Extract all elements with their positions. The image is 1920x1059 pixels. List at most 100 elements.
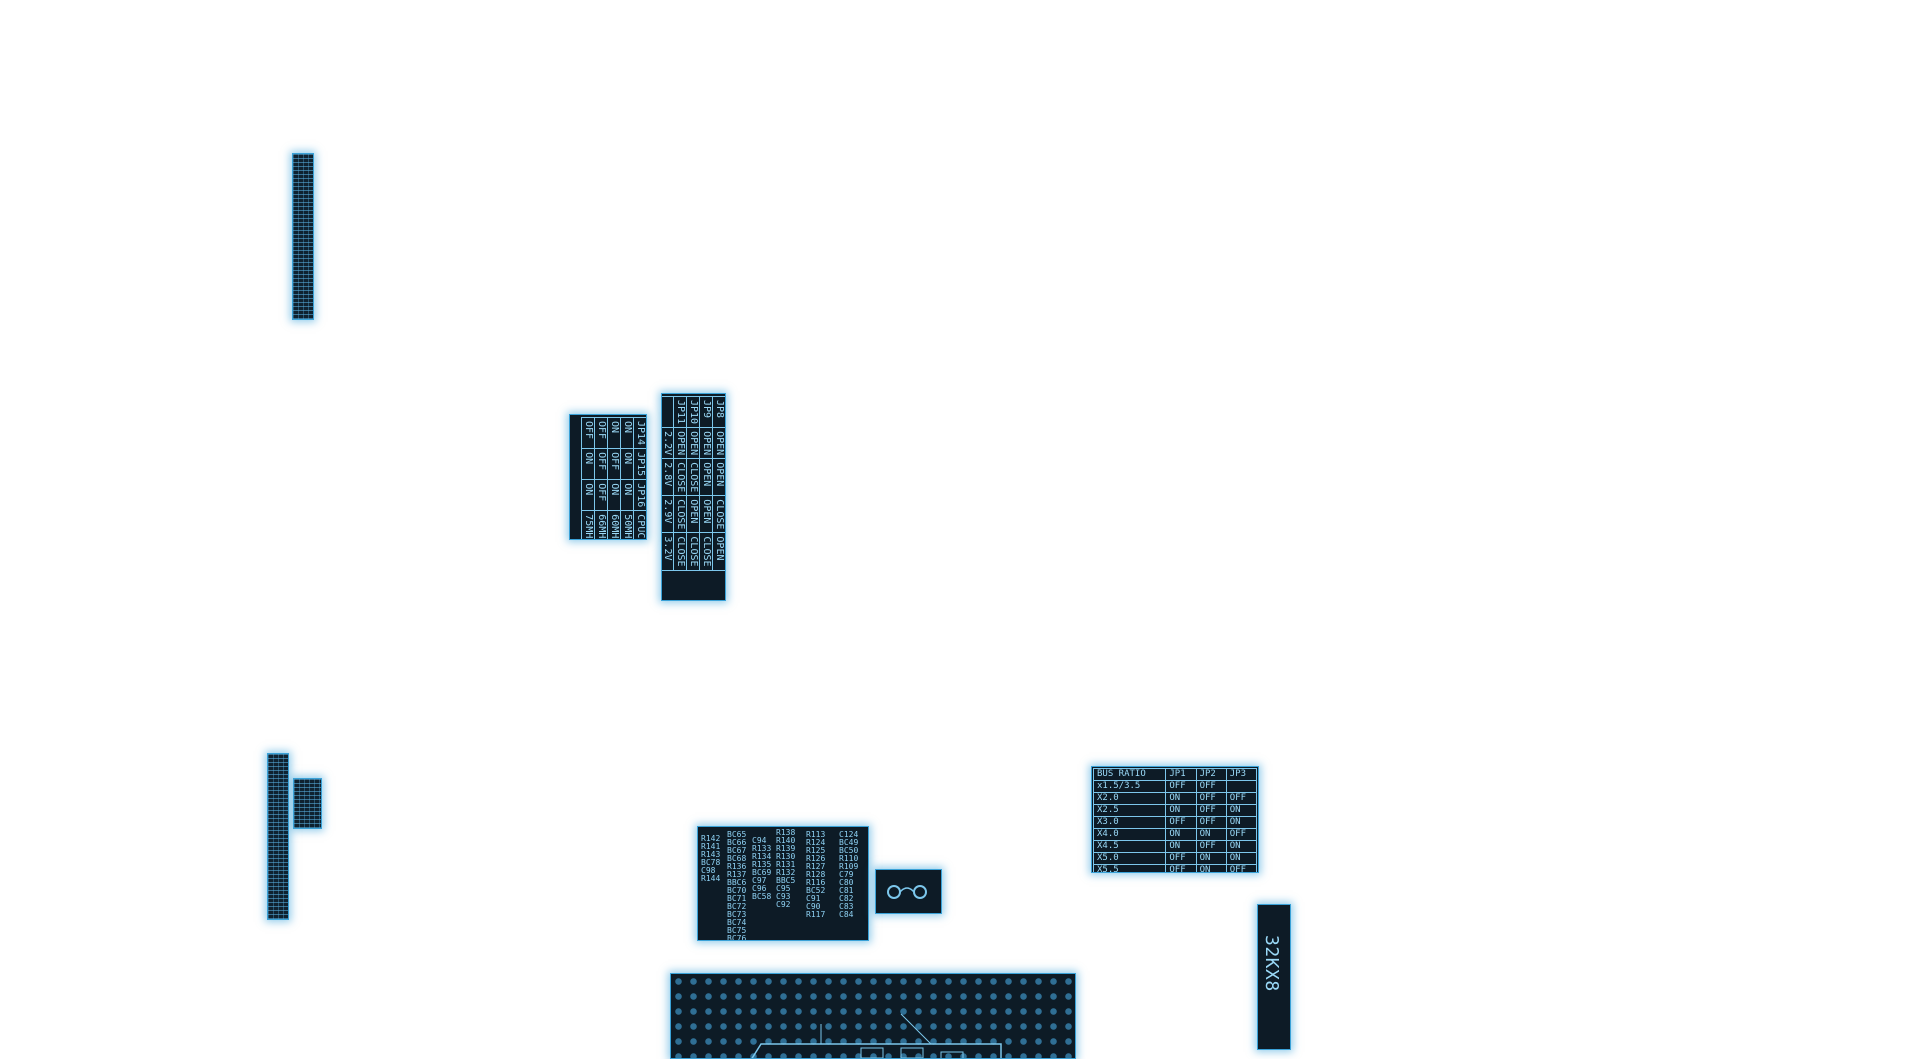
cpu-clock-table-cell: CPUCLK xyxy=(633,510,646,539)
bus-ratio-table-cell: X4.0 xyxy=(1092,828,1167,841)
cpu-clock-table-cell: ON xyxy=(620,417,634,449)
pin-header-top-left xyxy=(292,153,314,320)
bus-ratio-table-cell: ON xyxy=(1165,828,1197,841)
bus-ratio-table-cell: OFF xyxy=(1165,852,1197,865)
bus-ratio-table-cell: OFF xyxy=(1195,840,1227,853)
bus-ratio-table-cell: ON xyxy=(1225,804,1258,817)
bus-ratio-table-cell: OFF xyxy=(1195,816,1227,829)
bus-ratio-table-cell: ON xyxy=(1195,828,1227,841)
cpu-clock-table-cell: ON xyxy=(581,448,595,480)
voltage-table-cell: 3.2V xyxy=(662,532,674,571)
bus-ratio-table-cell: OFF xyxy=(1225,792,1258,805)
voltage-table-cell: 2.2V xyxy=(662,427,674,459)
voltage-table-cell: JP9 xyxy=(699,396,713,428)
bus-ratio-table-cell: X2.0 xyxy=(1092,792,1167,805)
cpu-clock-table-cell: OFF xyxy=(581,417,595,449)
voltage-table-cell: JP8 xyxy=(712,396,725,428)
sram-chip-label: 32KX8 xyxy=(1261,935,1282,992)
bus-ratio-table-cell xyxy=(1225,780,1258,793)
bus-ratio-table-cell: ON xyxy=(1225,840,1258,853)
voltage-table-cell: OPEN xyxy=(712,427,725,459)
bus-ratio-table-cell: ON xyxy=(1225,852,1258,865)
cpu-clock-table-cell: OFF xyxy=(594,479,608,511)
component-labels-col2: BC65 BC66 BC67 BC68 R136 R137 BBC6 BC70 … xyxy=(727,830,747,941)
voltage-table-cell xyxy=(662,396,674,428)
voltage-table-cell: OPEN xyxy=(699,495,713,533)
cpu-clock-table-cell: OFF xyxy=(607,448,621,480)
voltage-table-cell: OPEN xyxy=(686,495,700,533)
voltage-table-cell: JP10 xyxy=(686,396,700,428)
bus-ratio-table-cell: ON xyxy=(1165,840,1197,853)
bus-ratio-table-cell: ON xyxy=(1225,816,1258,829)
connector-block-left xyxy=(293,778,322,829)
bus-ratio-table-cell: OFF xyxy=(1195,804,1227,817)
cpu-clock-table-cell: ON xyxy=(620,448,634,480)
bus-ratio-table-cell: x1.5/3.5 xyxy=(1092,780,1167,793)
component-labels-col4: R138 R140 R139 R130 R131 R132 BBC5 C95 C… xyxy=(776,828,796,909)
cpu-clock-table-cell: OFF xyxy=(594,448,608,480)
voltage-table-cell: OPEN xyxy=(673,427,687,459)
cpu-clock-table-cell: ON xyxy=(607,479,621,511)
voltage-table-cell: OPEN xyxy=(686,427,700,459)
voltage-table-cell: OPEN xyxy=(699,458,713,496)
circuit-board-section xyxy=(670,973,1076,1059)
cpu-clock-table-cell: JP14 xyxy=(633,417,646,449)
voltage-table-cell: CLOSE xyxy=(686,532,700,571)
bus-ratio-table-cell: X3.0 xyxy=(1092,816,1167,829)
bus-ratio-table-cell: OFF xyxy=(1165,864,1197,872)
voltage-table-cell: JP11 xyxy=(673,396,687,428)
voltage-table-cell: CLOSE xyxy=(673,495,687,533)
voltage-table-cell: CLOSE xyxy=(712,495,725,533)
solder-pads-graphic xyxy=(887,885,927,899)
cpu-clock-table-cell: ON xyxy=(620,479,634,511)
solder-pad-block xyxy=(875,869,942,914)
bus-ratio-table-header-cell: BUS RATIO xyxy=(1092,768,1167,781)
cpu-clock-table-cell: 66MHZ xyxy=(594,510,608,539)
bus-ratio-table-cell: OFF xyxy=(1165,780,1197,793)
voltage-table-cell: OPEN xyxy=(699,427,713,459)
cpu-clock-table-cell: ON xyxy=(581,479,595,511)
voltage-table-cell: 2.8V xyxy=(662,458,674,496)
bus-ratio-table-cell: OFF xyxy=(1165,816,1197,829)
cpu-clock-table-cell: 60MHZ xyxy=(607,510,621,539)
cpu-clock-table-cell: JP16 xyxy=(633,479,646,511)
cpu-clock-table-cell: ON xyxy=(607,417,621,449)
cpu-clock-table-cell: 50MHZ xyxy=(620,510,634,539)
sram-chip: 32KX8 xyxy=(1257,904,1291,1050)
bus-ratio-table-header-cell: JP3 xyxy=(1225,768,1258,781)
pin-header-bottom-left xyxy=(267,753,289,920)
bus-ratio-table-header-cell: JP2 xyxy=(1195,768,1227,781)
voltage-table-cell: CLOSE xyxy=(673,532,687,571)
bus-ratio-table-cell: OFF xyxy=(1225,864,1258,872)
bus-ratio-table-cell: X2.5 xyxy=(1092,804,1167,817)
bus-ratio-table-cell: ON xyxy=(1165,804,1197,817)
voltage-table-cell: OPEN xyxy=(712,458,725,496)
cpu-clock-table-cell: OFF xyxy=(594,417,608,449)
component-labels-col1: R142 R141 R143 BC78 C98 R144 xyxy=(701,834,721,883)
bus-ratio-table-cell: OFF xyxy=(1225,828,1258,841)
